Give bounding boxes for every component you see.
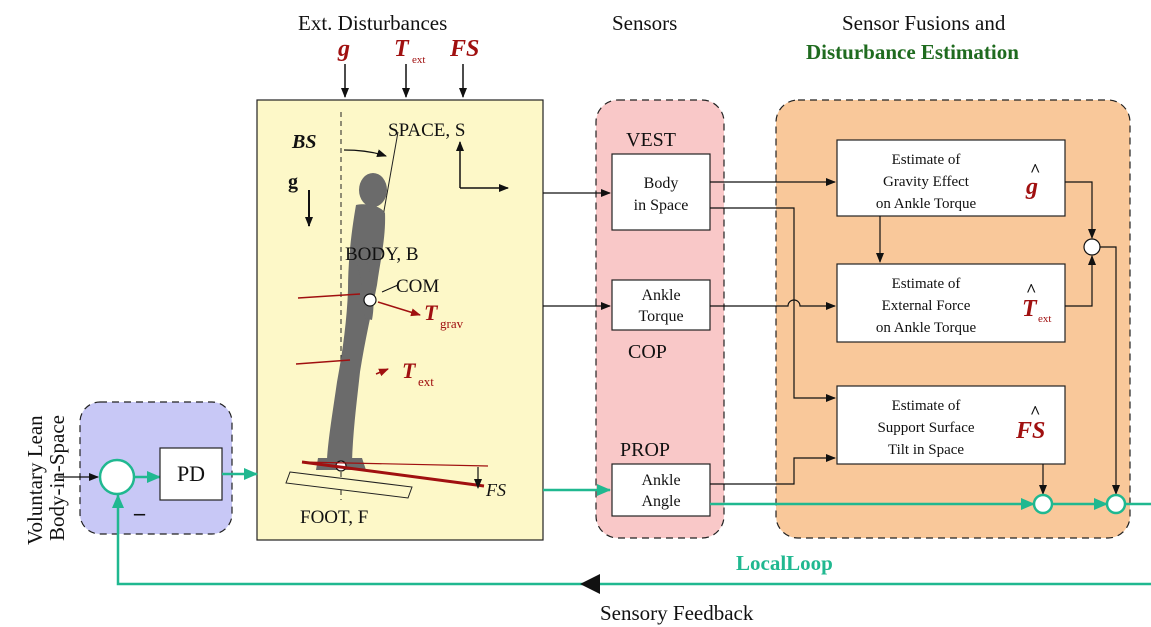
space-label: SPACE, S xyxy=(388,120,465,141)
external-estimate-sub: ext xyxy=(1038,313,1051,325)
local-junction-1 xyxy=(1034,495,1052,513)
ankle-torque-line2: Torque xyxy=(638,308,683,325)
body-in-space-box xyxy=(612,154,710,230)
header-disturbance-estimation: Disturbance Estimation xyxy=(806,40,1019,64)
tilt-estimate-line3: Tilt in Space xyxy=(888,442,964,458)
local-loop-label: LocalLoop xyxy=(736,551,833,575)
gravity-estimate-line1: Estimate of xyxy=(892,152,961,168)
text-sub: ext xyxy=(418,374,434,389)
voluntary-lean-line2: Body-in-Space xyxy=(45,415,69,541)
voluntary-lean-line1: Voluntary Lean xyxy=(23,415,47,545)
tgrav-label: T xyxy=(424,300,439,325)
body-label: BODY, B xyxy=(345,244,419,265)
feedback-direction-arrow xyxy=(580,574,600,594)
com-label: COM xyxy=(396,276,439,297)
fs-label: FS xyxy=(485,480,506,500)
tilt-estimate-line2: Support Surface xyxy=(877,420,974,436)
ankle-angle-line2: Angle xyxy=(641,493,680,510)
dist-fs-label: FS xyxy=(449,36,479,62)
gravity-estimate-symbol: g xyxy=(1025,174,1038,200)
header-ext-disturbances: Ext. Disturbances xyxy=(298,11,447,35)
tilt-estimate-line1: Estimate of xyxy=(892,398,961,414)
external-estimate-line2: External Force xyxy=(882,298,971,314)
local-junction-2 xyxy=(1107,495,1125,513)
tgrav-sub: grav xyxy=(440,316,464,331)
pd-label: PD xyxy=(177,461,205,486)
header-sensor-fusions: Sensor Fusions and xyxy=(842,11,1006,35)
dist-g-label: g xyxy=(337,36,350,62)
sensory-feedback-label: Sensory Feedback xyxy=(600,601,754,625)
pd-sum-junction xyxy=(100,460,134,494)
voluntary-lean-label-group: Voluntary Lean Body-in-Space xyxy=(23,415,69,545)
text-label: T xyxy=(402,358,417,383)
tilt-estimate-symbol: FS xyxy=(1015,418,1045,444)
dist-t-label: T xyxy=(394,36,410,62)
minus-sign: – xyxy=(133,500,146,525)
ankle-angle-line1: Ankle xyxy=(641,472,680,489)
dist-t-sub: ext xyxy=(412,54,425,66)
body-in-space-line2: in Space xyxy=(634,197,689,214)
gravity-estimate-line3: on Ankle Torque xyxy=(876,196,977,212)
body-in-space-line1: Body xyxy=(644,175,679,192)
external-estimate-line1: Estimate of xyxy=(892,276,961,292)
prop-label: PROP xyxy=(620,439,670,461)
vest-label: VEST xyxy=(626,129,676,151)
ankle-torque-line1: Ankle xyxy=(641,287,680,304)
cop-label: COP xyxy=(628,341,667,363)
external-estimate-line3: on Ankle Torque xyxy=(876,320,977,336)
gravity-estimate-line2: Gravity Effect xyxy=(883,174,970,190)
external-estimate-symbol: T xyxy=(1022,296,1038,322)
estimate-sum-junction xyxy=(1084,239,1100,255)
foot-label: FOOT, F xyxy=(300,507,368,528)
com-marker xyxy=(364,294,376,306)
header-sensors: Sensors xyxy=(612,11,677,35)
bs-label: BS xyxy=(291,131,316,153)
body-g-label: g xyxy=(288,171,298,193)
